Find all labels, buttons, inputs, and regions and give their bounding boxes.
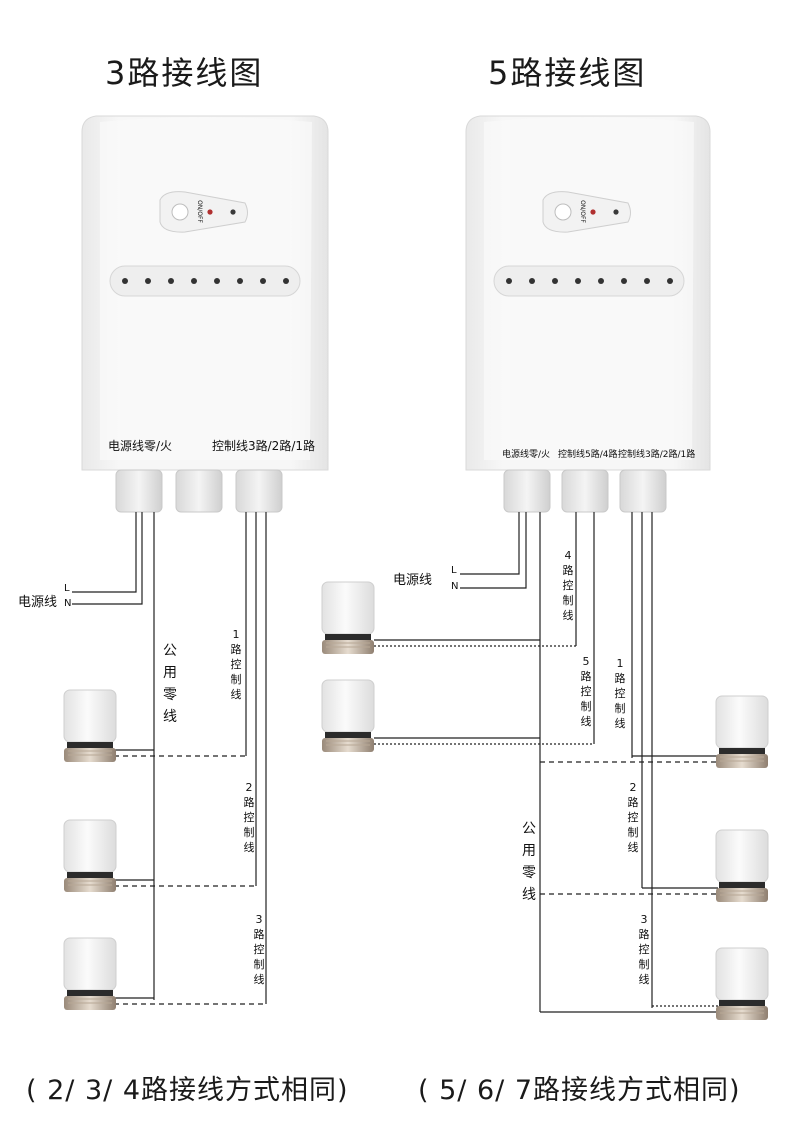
actuator-icon [63, 689, 117, 763]
indicator-light-icon [283, 278, 289, 284]
left-ctrl3-label: 3路控制线 [253, 913, 265, 986]
right-ctrl1-label: 1路控制线 [614, 657, 626, 730]
left-power-label: 电源线零/火 [108, 439, 173, 453]
indicator-light-icon [552, 278, 558, 284]
right-wires [460, 512, 653, 1012]
right-control-mid-label: 控制线5路/4路 [558, 450, 618, 460]
right-control-right-label: 控制线3路/2路/1路 [618, 450, 696, 460]
right-n-label: N [451, 581, 459, 592]
indicator-light-icon [598, 278, 604, 284]
indicator-light-icon [506, 278, 512, 284]
indicator-light-icon [260, 278, 266, 284]
left-switch-label: ON/OFF [195, 200, 203, 223]
actuator-icon [63, 937, 117, 1011]
indicator-light-icon [191, 278, 197, 284]
left-controller-box [81, 115, 329, 471]
right-cable-glands [503, 469, 667, 513]
left-common-neutral-label: 公用零线 [163, 643, 177, 725]
indicator-light-icon [145, 278, 151, 284]
left-l-label: L [64, 583, 70, 594]
right-diagram-title: 5路接线图 [488, 54, 647, 92]
left-n-label: N [64, 598, 72, 609]
actuator-icon [715, 695, 769, 769]
indicator-light-icon [667, 278, 673, 284]
left-ctrl1-label: 1路控制线 [230, 628, 242, 701]
right-actuator-links [374, 639, 718, 1013]
right-common-neutral-label: 公用零线 [522, 821, 536, 903]
actuator-icon [715, 947, 769, 1021]
actuator-icon [321, 679, 375, 753]
left-footer-note: ( 2/ 3/ 4路接线方式相同) [26, 1075, 349, 1106]
right-actuators [321, 581, 769, 1021]
actuator-icon [715, 829, 769, 903]
left-ctrl2-label: 2路控制线 [243, 781, 255, 854]
left-cable-glands [115, 469, 283, 513]
indicator-light-icon [529, 278, 535, 284]
left-actuators [63, 689, 117, 1011]
right-controller-box [465, 115, 711, 471]
right-switch-label: ON/OFF [578, 200, 586, 223]
left-control-label: 控制线3路/2路/1路 [212, 439, 315, 453]
indicator-light-icon [575, 278, 581, 284]
right-l-label: L [451, 565, 457, 576]
indicator-light-icon [122, 278, 128, 284]
right-power-wire-label: 电源线 [393, 573, 433, 588]
indicator-light-icon [237, 278, 243, 284]
right-footer-note: ( 5/ 6/ 7路接线方式相同) [418, 1075, 741, 1106]
actuator-icon [321, 581, 375, 655]
left-actuator-links [114, 749, 266, 1005]
actuator-icon [63, 819, 117, 893]
right-power-label: 电源线零/火 [502, 450, 551, 460]
right-ctrl4-label: 4路控制线 [562, 549, 574, 622]
left-power-wire-label: 电源线 [18, 595, 58, 610]
indicator-light-icon [644, 278, 650, 284]
left-diagram-title: 3路接线图 [105, 54, 264, 92]
right-ctrl5-label: 5路控制线 [580, 655, 592, 728]
right-ctrl3-label: 3路控制线 [638, 913, 650, 986]
indicator-light-icon [621, 278, 627, 284]
indicator-light-icon [214, 278, 220, 284]
right-ctrl2-label: 2路控制线 [627, 781, 639, 854]
indicator-light-icon [168, 278, 174, 284]
